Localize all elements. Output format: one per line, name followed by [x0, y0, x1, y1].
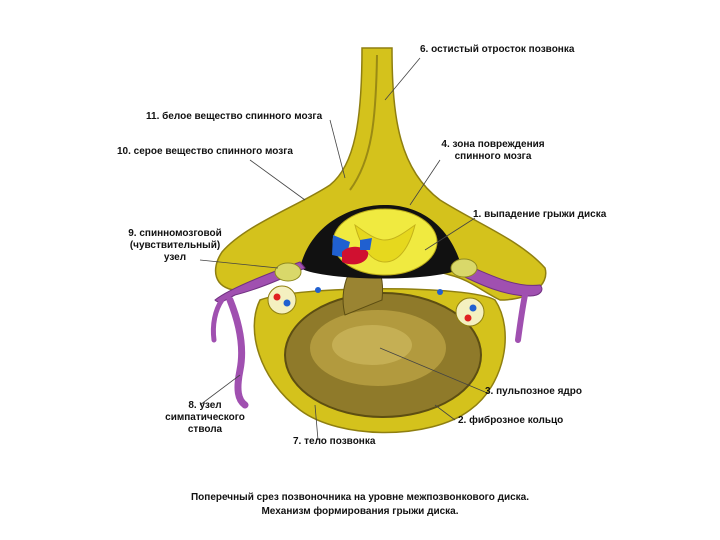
label-hernia: 1. выпадение грыжи диска: [473, 209, 607, 220]
sympathetic-trunk-left: [226, 296, 249, 409]
label-injury-zone-text: 4. зона повреждения спинного мозга: [441, 139, 545, 162]
leader-3: [379, 347, 486, 393]
vessel-right-blue: [469, 304, 477, 312]
epidural-vessel-2: [437, 289, 443, 295]
leader-4: [409, 159, 441, 206]
caption-line-2: Механизм формирования грыжи диска.: [261, 506, 459, 517]
injury-zone-blue-2: [360, 238, 372, 250]
sympathetic-trunk-right: [515, 292, 528, 343]
vessel-left-blue: [283, 299, 291, 307]
label-spinal-ganglion-text: 9. спинномозговой (чувствительный) узел: [128, 228, 222, 263]
nucleus-highlight: [332, 325, 412, 365]
label-white-matter: 11. белое вещество спинного мозга: [146, 111, 323, 122]
label-sympathetic-node: 8. узел симпатического ствола: [150, 400, 260, 436]
leader-6: [384, 57, 421, 101]
leader-lines: [199, 57, 486, 441]
leader-11: [329, 119, 346, 179]
spinous-process-ridge: [349, 54, 378, 191]
vessel-left-red: [273, 293, 281, 301]
label-spinal-ganglion: 9. спинномозговой (чувствительный) узел: [115, 228, 235, 264]
spinal-cord-grey-matter: [354, 223, 416, 263]
spinal-ganglion-right: [450, 258, 478, 278]
leader-1: [424, 217, 476, 251]
vessel-right-red: [464, 314, 472, 322]
leader-9: [199, 259, 279, 269]
epidural-vessel-1: [315, 287, 321, 293]
label-fibrous-ring: 2. фиброзное кольцо: [458, 415, 564, 426]
disc-hernia: [342, 246, 369, 265]
label-nucleus-pulposus: 3. пульпозное ядро: [485, 386, 582, 397]
label-sympathetic-node-text: 8. узел симпатического ствола: [165, 400, 245, 435]
leader-8: [199, 374, 241, 406]
label-injury-zone: 4. зона повреждения спинного мозга: [428, 139, 558, 163]
sympathetic-trunk-left-branch: [210, 297, 225, 343]
leader-7: [314, 404, 319, 441]
label-vertebral-body: 7. тело позвонка: [293, 436, 376, 447]
label-spinous-process: 6. остистый отросток позвонка: [420, 44, 575, 55]
foramen-right: [455, 297, 485, 327]
leader-2: [434, 404, 456, 421]
leader-10: [249, 159, 306, 201]
caption-line-1: Поперечный срез позвоночника на уровне м…: [190, 492, 529, 503]
foramen-left: [267, 285, 297, 315]
label-grey-matter: 10. серое вещество спинного мозга: [117, 146, 293, 157]
spinal-ganglion-left: [274, 262, 302, 282]
